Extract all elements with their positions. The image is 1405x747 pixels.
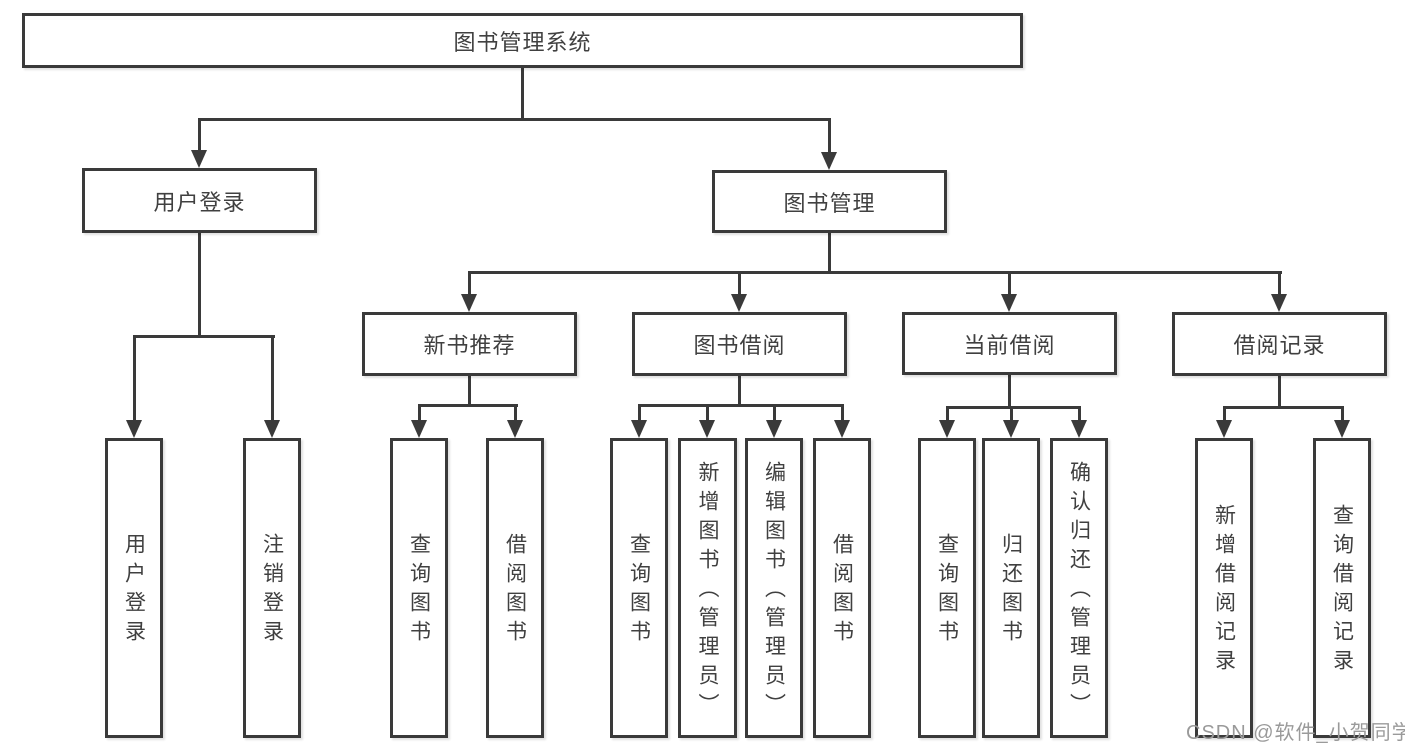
leaf-cb-confirm-return-admin: 确认归还（管理员） xyxy=(1050,438,1108,738)
arrow-to-current-borrow xyxy=(1001,294,1017,312)
arrow-to-login-leaf xyxy=(126,420,142,438)
leaf-cb-query-book-label: 查询图书 xyxy=(935,533,959,649)
node-new-book-recommend-label: 新书推荐 xyxy=(423,333,516,358)
connector-user-login-bar xyxy=(132,335,275,338)
arrow-to-borrow-record xyxy=(1271,294,1287,312)
node-root: 图书管理系统 xyxy=(22,13,1023,68)
connector-bb-drop-4 xyxy=(840,407,844,420)
arrow-to-new-book-rec xyxy=(461,294,477,312)
leaf-nbr-query-book: 查询图书 xyxy=(390,438,448,738)
connector-bb-drop-1 xyxy=(637,407,641,420)
connector-nbr-stem xyxy=(468,376,471,405)
connector-cb-drop-1 xyxy=(945,409,949,420)
leaf-br-add-record: 新增借阅记录 xyxy=(1195,438,1253,738)
leaf-cb-query-book: 查询图书 xyxy=(918,438,976,738)
leaf-bb-query-book: 查询图书 xyxy=(610,438,668,738)
connector-br-stem xyxy=(1278,376,1281,407)
arrow-bb-leaf-3 xyxy=(766,420,782,438)
arrow-nbr-leaf-1 xyxy=(411,420,427,438)
connector-user-login-drop-1 xyxy=(132,338,136,420)
connector-book-mgmt-stem xyxy=(827,233,831,271)
leaf-br-query-record-label: 查询借阅记录 xyxy=(1330,504,1354,678)
node-book-management-label: 图书管理 xyxy=(783,190,876,216)
leaf-bb-borrow-book: 借阅图书 xyxy=(813,438,871,738)
arrow-to-book-management xyxy=(821,152,837,170)
connector-book-mgmt-drop-1 xyxy=(468,274,471,294)
connector-cb-stem xyxy=(1008,375,1011,407)
connector-br-drop-2 xyxy=(1340,409,1344,420)
leaf-user-login-label: 用户登录 xyxy=(122,533,146,649)
node-borrow-record-label: 借阅记录 xyxy=(1233,333,1326,358)
connector-cb-bar xyxy=(945,406,1081,409)
node-borrow-record: 借阅记录 xyxy=(1172,312,1387,376)
connector-root-drop-left xyxy=(197,121,201,150)
arrow-bb-leaf-1 xyxy=(631,420,647,438)
connector-bb-stem xyxy=(738,376,741,405)
leaf-bb-borrow-book-label: 借阅图书 xyxy=(830,533,854,649)
connector-nbr-drop-2 xyxy=(513,407,517,420)
leaf-bb-add-book-admin-label: 新增图书（管理员） xyxy=(696,460,719,722)
arrow-cb-leaf-1 xyxy=(939,420,955,438)
leaf-bb-edit-book-admin-label: 编辑图书（管理员） xyxy=(762,460,786,722)
leaf-cb-return-book: 归还图书 xyxy=(982,438,1040,738)
connector-book-mgmt-drop-2 xyxy=(738,274,741,294)
leaf-user-login: 用户登录 xyxy=(105,438,163,738)
csdn-watermark: CSDN @软件_小贺同学 xyxy=(1186,722,1405,744)
arrow-cb-leaf-3 xyxy=(1071,420,1087,438)
node-root-label: 图书管理系统 xyxy=(453,29,592,55)
node-book-management: 图书管理 xyxy=(712,170,947,233)
node-book-borrow-label: 图书借阅 xyxy=(693,333,786,358)
node-book-borrow: 图书借阅 xyxy=(632,312,847,376)
leaf-br-add-record-label: 新增借阅记录 xyxy=(1212,504,1236,678)
arrow-to-logout-leaf xyxy=(264,420,280,438)
leaf-logout-label: 注销登录 xyxy=(260,533,284,649)
leaf-bb-edit-book-admin: 编辑图书（管理员） xyxy=(745,438,803,738)
arrow-nbr-leaf-2 xyxy=(507,420,523,438)
arrow-br-leaf-2 xyxy=(1334,420,1350,438)
leaf-bb-add-book-admin: 新增图书（管理员） xyxy=(678,438,737,738)
node-user-login: 用户登录 xyxy=(82,168,317,233)
leaf-nbr-borrow-book-label: 借阅图书 xyxy=(503,533,527,649)
arrow-bb-leaf-4 xyxy=(834,420,850,438)
arrow-br-leaf-1 xyxy=(1216,420,1232,438)
connector-root-drop-right xyxy=(827,121,831,152)
leaf-logout: 注销登录 xyxy=(243,438,301,738)
node-user-login-label: 用户登录 xyxy=(153,189,246,215)
connector-nbr-bar xyxy=(417,404,518,407)
connector-bb-bar xyxy=(637,404,844,407)
connector-cb-drop-3 xyxy=(1077,409,1081,420)
connector-book-mgmt-bar xyxy=(468,271,1282,274)
node-current-borrow: 当前借阅 xyxy=(902,312,1117,375)
connector-user-login-drop-2 xyxy=(270,338,274,420)
connector-cb-drop-2 xyxy=(1009,409,1013,420)
connector-br-bar xyxy=(1222,406,1344,409)
arrow-to-book-borrow xyxy=(731,294,747,312)
node-new-book-recommend: 新书推荐 xyxy=(362,312,577,376)
connector-bb-drop-3 xyxy=(772,407,776,420)
connector-root-stem xyxy=(521,68,524,121)
leaf-cb-confirm-return-admin-label: 确认归还（管理员） xyxy=(1067,460,1091,722)
leaf-nbr-query-book-label: 查询图书 xyxy=(407,533,431,649)
connector-book-mgmt-drop-3 xyxy=(1008,274,1011,294)
connector-bb-drop-2 xyxy=(705,407,709,420)
leaf-bb-query-book-label: 查询图书 xyxy=(627,533,651,649)
connector-root-bar xyxy=(197,118,831,121)
connector-nbr-drop-1 xyxy=(417,407,421,420)
leaf-nbr-borrow-book: 借阅图书 xyxy=(486,438,544,738)
arrow-bb-leaf-2 xyxy=(699,420,715,438)
arrow-cb-leaf-2 xyxy=(1003,420,1019,438)
arrow-to-user-login xyxy=(191,150,207,168)
leaf-br-query-record: 查询借阅记录 xyxy=(1313,438,1371,738)
connector-user-login-stem xyxy=(197,233,201,335)
node-current-borrow-label: 当前借阅 xyxy=(963,332,1056,358)
connector-br-drop-1 xyxy=(1222,409,1226,420)
leaf-cb-return-book-label: 归还图书 xyxy=(999,533,1023,649)
connector-book-mgmt-drop-4 xyxy=(1278,274,1281,294)
